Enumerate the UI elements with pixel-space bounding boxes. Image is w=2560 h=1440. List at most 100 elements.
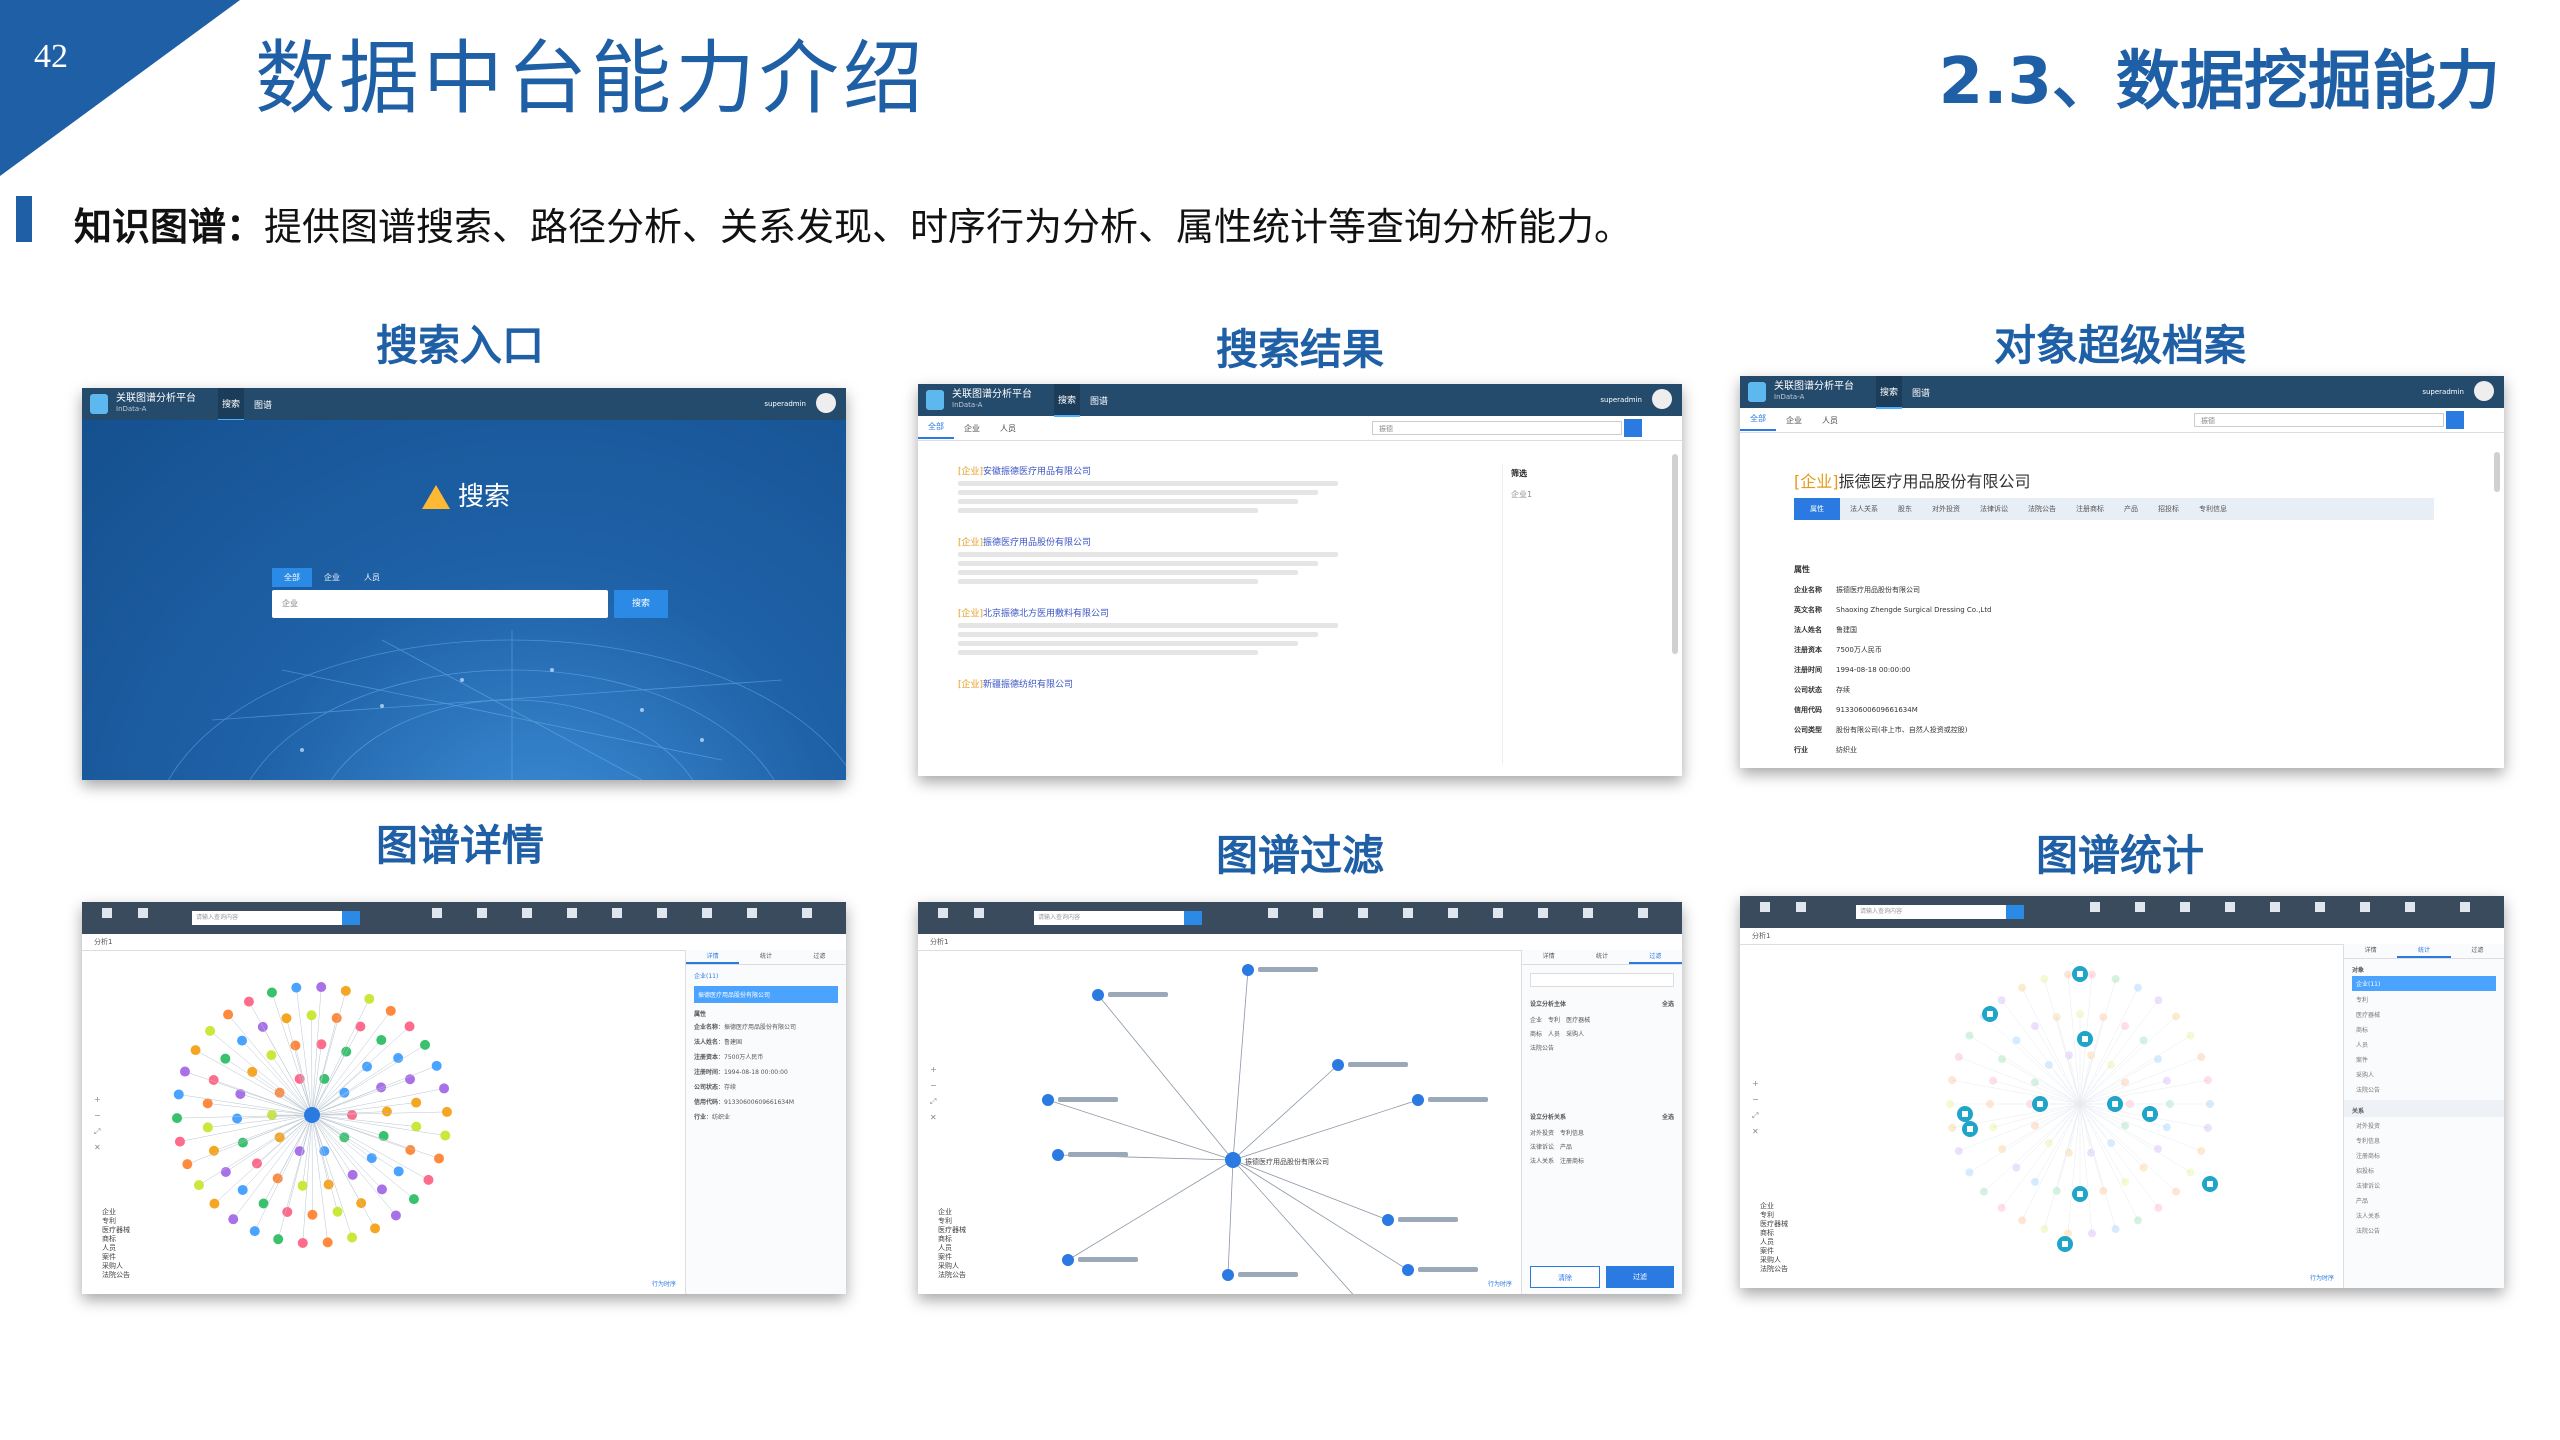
result-search-input[interactable]: 振德	[1372, 421, 1622, 435]
user-name[interactable]: superadmin	[1600, 396, 1642, 404]
tab-all[interactable]: 全部	[1740, 409, 1776, 431]
close-icon[interactable]: ✕	[1752, 1127, 1759, 1136]
clear-icon[interactable]	[612, 908, 622, 918]
graph-tab[interactable]: 分析1	[930, 938, 949, 946]
menu-icon[interactable]	[138, 908, 148, 918]
shuffle-icon[interactable]	[657, 908, 667, 918]
shuffle-icon[interactable]	[2315, 902, 2325, 912]
time-icon[interactable]	[1583, 908, 1593, 918]
result-name[interactable]: 新疆振德纺织有限公司	[983, 680, 1074, 690]
list-item[interactable]: [企业]安徽振德医疗用品有限公司	[958, 464, 1418, 513]
path-icon[interactable]	[1538, 908, 1548, 918]
archive-search-input[interactable]: 振德	[2194, 413, 2444, 427]
zoom-in-icon[interactable]: +	[94, 1095, 101, 1104]
menu-icon[interactable]	[974, 908, 984, 918]
stats-selected[interactable]: 企业(11)	[2352, 976, 2496, 991]
shuffle-icon[interactable]	[1493, 908, 1503, 918]
timeline-link[interactable]: 行为时序	[2309, 1275, 2334, 1282]
timeline-link[interactable]: 行为时序	[651, 1281, 676, 1288]
graph-canvas[interactable]	[1740, 944, 2340, 1288]
tab-detail[interactable]: 详情	[2364, 947, 2377, 954]
close-icon[interactable]: ✕	[94, 1143, 101, 1152]
scrollbar[interactable]	[2494, 452, 2500, 492]
entry-tab-person[interactable]: 人员	[364, 573, 380, 582]
tab-stats[interactable]: 统计	[1595, 953, 1608, 960]
menu-icon[interactable]	[1796, 902, 1806, 912]
zoom-out-icon[interactable]: −	[1752, 1095, 1759, 1104]
select-all-checkbox[interactable]: 全选	[1661, 1001, 1674, 1008]
tab-trademark[interactable]: 注册商标	[2076, 505, 2104, 513]
graph-tab[interactable]: 分析1	[94, 938, 113, 946]
list-item[interactable]: [企业]北京振德北方医用敷料有限公司	[958, 606, 1418, 655]
filter-button[interactable]: 过滤	[1606, 1266, 1674, 1288]
fit-icon[interactable]: ⤢	[94, 1127, 101, 1136]
scrollbar[interactable]	[1672, 454, 1678, 654]
graph-canvas[interactable]: 振德医疗用品股份有限公司	[918, 950, 1518, 1294]
nav-graph[interactable]: 图谱	[254, 400, 273, 411]
pin-icon[interactable]	[432, 908, 442, 918]
search-icon[interactable]	[342, 911, 360, 925]
layout-icon[interactable]	[477, 908, 487, 918]
clear-icon[interactable]	[2270, 902, 2280, 912]
time-icon[interactable]	[747, 908, 757, 918]
close-icon[interactable]: ✕	[930, 1113, 937, 1122]
nav-graph[interactable]: 图谱	[1090, 396, 1109, 407]
filter-input[interactable]	[1530, 973, 1674, 987]
graph-search-input[interactable]: 请输入查询内容	[1856, 905, 2006, 919]
tab-filter[interactable]: 过滤	[1628, 950, 1682, 964]
list-item[interactable]: [企业]振德医疗用品股份有限公司	[958, 535, 1418, 584]
tab-filter[interactable]: 过滤	[813, 953, 826, 960]
tab-attribute[interactable]: 属性	[1794, 498, 1840, 520]
graph-tab[interactable]: 分析1	[1752, 932, 1771, 940]
time-icon[interactable]	[2405, 902, 2415, 912]
result-name[interactable]: 安徽振德医疗用品有限公司	[983, 467, 1092, 477]
path-icon[interactable]	[2360, 902, 2370, 912]
back-icon[interactable]	[1760, 902, 1770, 912]
search-icon[interactable]	[2446, 411, 2464, 429]
pin-icon[interactable]	[2090, 902, 2100, 912]
search-icon[interactable]	[2006, 905, 2024, 919]
zoom-out-icon[interactable]: −	[930, 1081, 937, 1090]
zoom-in-icon[interactable]: +	[930, 1065, 937, 1074]
save-icon[interactable]	[2460, 902, 2470, 912]
back-icon[interactable]	[938, 908, 948, 918]
export-icon[interactable]	[2180, 902, 2190, 912]
entry-tab-all[interactable]: 全部	[272, 568, 312, 587]
search-icon[interactable]	[1624, 419, 1642, 437]
export-icon[interactable]	[1358, 908, 1368, 918]
export-icon[interactable]	[522, 908, 532, 918]
graph-search-input[interactable]: 请输入查询内容	[1034, 911, 1184, 925]
select-all-checkbox[interactable]: 全选	[1661, 1114, 1674, 1121]
user-name[interactable]: superadmin	[2422, 388, 2464, 396]
entry-tab-company[interactable]: 企业	[324, 573, 340, 582]
tab-legal-person[interactable]: 法人关系	[1850, 505, 1878, 513]
back-icon[interactable]	[102, 908, 112, 918]
tab-stats[interactable]: 统计	[759, 953, 772, 960]
tab-all[interactable]: 全部	[918, 417, 954, 439]
tab-stats[interactable]: 统计	[2397, 944, 2451, 958]
delete-icon[interactable]	[2225, 902, 2235, 912]
fit-icon[interactable]: ⤢	[930, 1097, 937, 1106]
nav-search[interactable]: 搜索	[1054, 384, 1081, 417]
tab-patent[interactable]: 专利信息	[2199, 505, 2227, 513]
filter-item[interactable]: 企业1	[1511, 490, 1533, 499]
graph-search-input[interactable]: 请输入查询内容	[192, 911, 342, 925]
clear-icon[interactable]	[1448, 908, 1458, 918]
list-item[interactable]: [企业]新疆振德纺织有限公司	[958, 677, 1418, 690]
tab-company[interactable]: 企业	[1786, 415, 1802, 425]
tab-investment[interactable]: 对外投资	[1932, 505, 1960, 513]
save-icon[interactable]	[802, 908, 812, 918]
pin-icon[interactable]	[1268, 908, 1278, 918]
avatar[interactable]	[816, 393, 836, 413]
tab-company[interactable]: 企业	[964, 423, 980, 433]
tab-shareholder[interactable]: 股东	[1898, 505, 1912, 513]
detail-selected[interactable]: 振德医疗用品股份有限公司	[694, 986, 838, 1003]
entry-search-button[interactable]: 搜索	[614, 590, 668, 618]
tab-bidding[interactable]: 招投标	[2158, 505, 2179, 513]
nav-graph[interactable]: 图谱	[1912, 388, 1931, 399]
tab-product[interactable]: 产品	[2124, 505, 2138, 513]
entry-search-input[interactable]: 企业	[272, 590, 608, 618]
tab-person[interactable]: 人员	[1822, 415, 1838, 425]
save-icon[interactable]	[1638, 908, 1648, 918]
delete-icon[interactable]	[567, 908, 577, 918]
